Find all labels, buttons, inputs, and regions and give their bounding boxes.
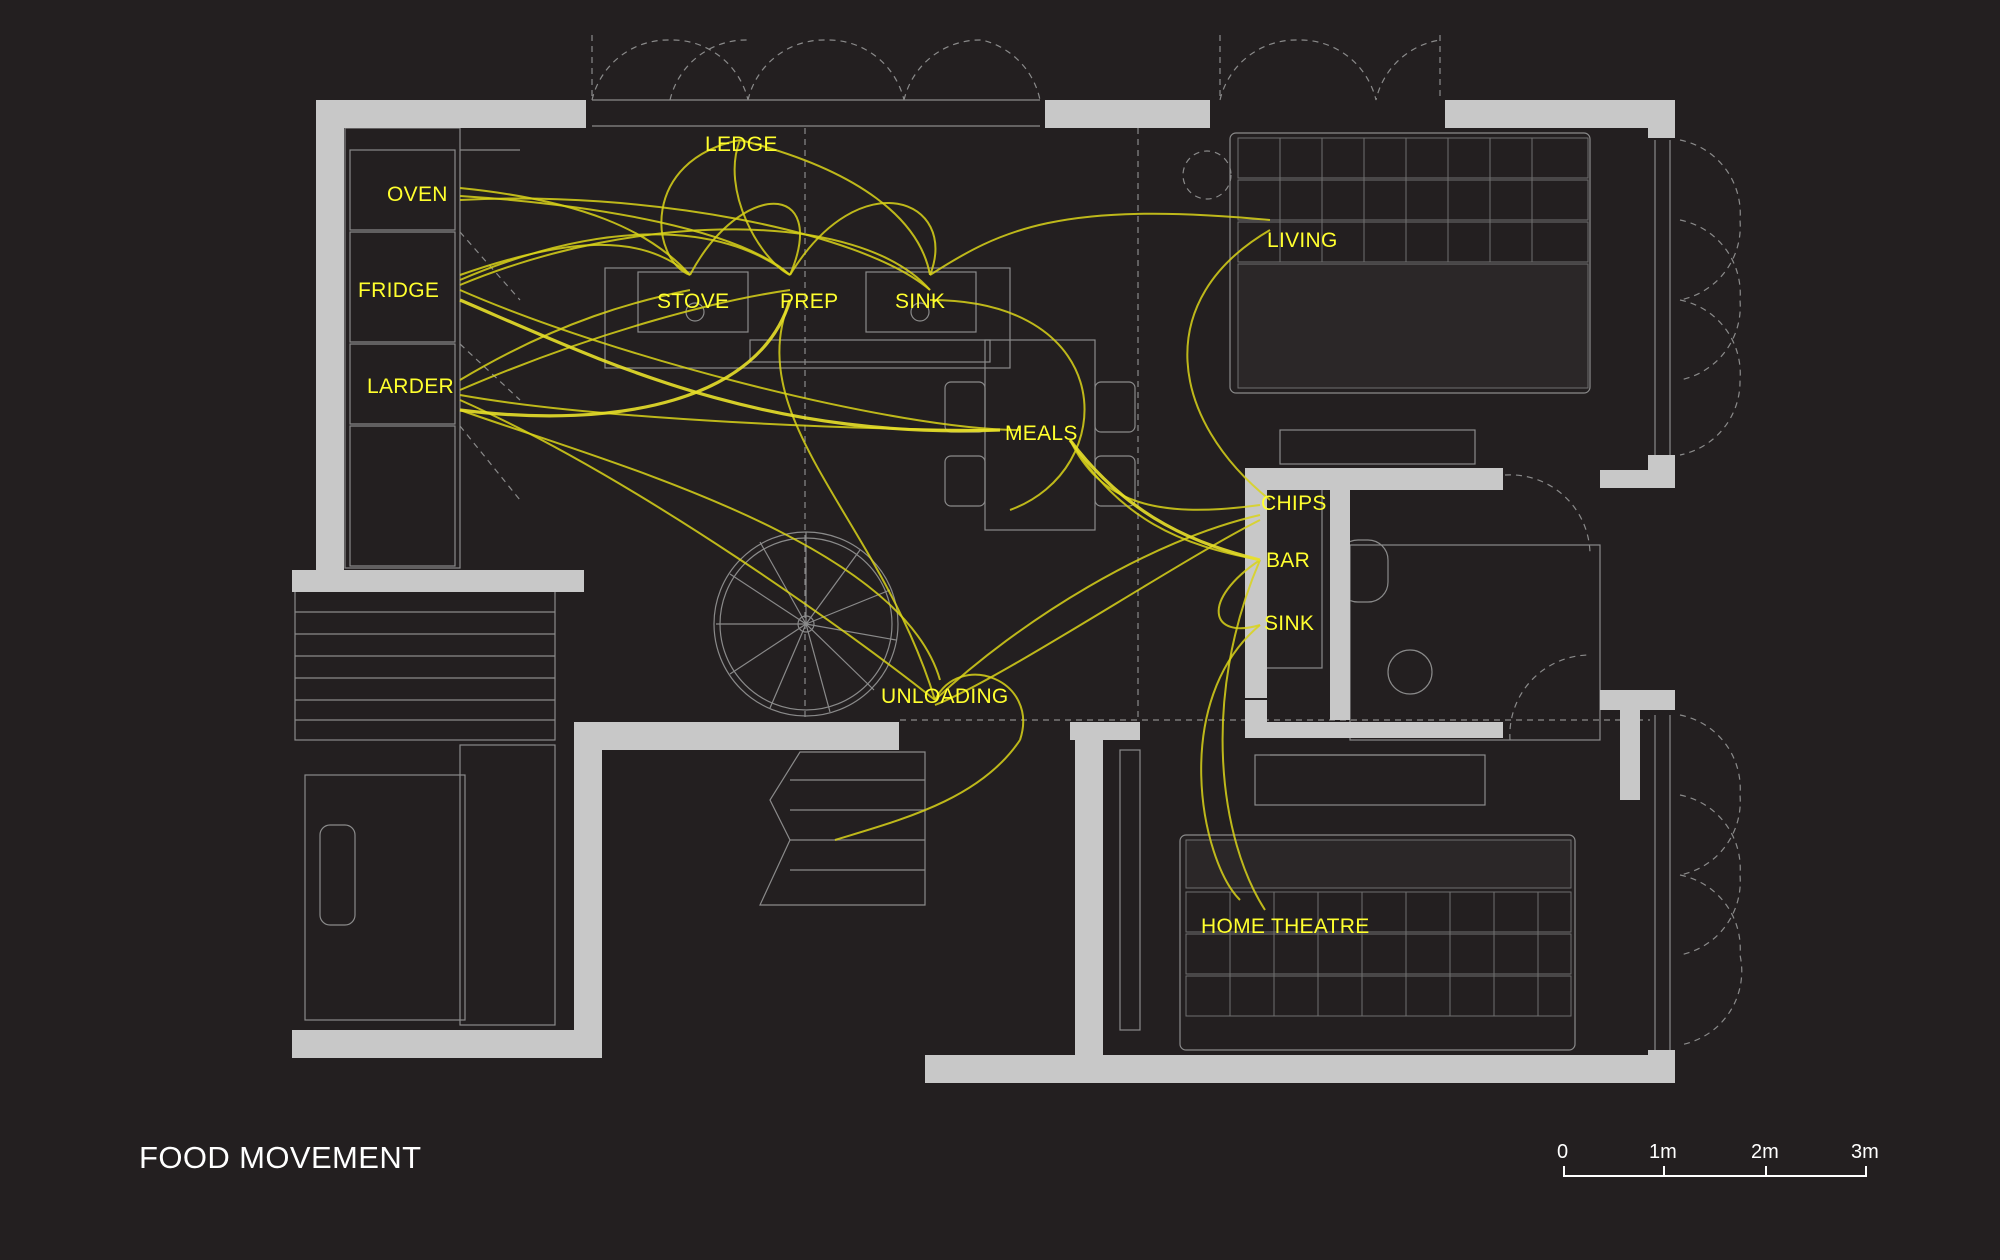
- walls: [292, 100, 1675, 1083]
- spiral-stair-treads: [716, 532, 897, 713]
- label-living: LIVING: [1267, 229, 1338, 252]
- label-bar: BAR: [1266, 549, 1310, 572]
- label-prep: PREP: [780, 290, 838, 313]
- label-meals: MEALS: [1005, 422, 1078, 445]
- label-sink: SINK: [895, 290, 945, 313]
- diagram-title: FOOD MOVEMENT: [139, 1140, 421, 1175]
- label-ledge: LEDGE: [705, 133, 778, 156]
- scale-tick-3: 3m: [1851, 1141, 1879, 1163]
- linework: [294, 35, 1743, 1051]
- label-chips: CHIPS: [1261, 492, 1327, 515]
- scale-tick-0: 0: [1557, 1141, 1568, 1163]
- scale-bar: 0 1m 2m 3m: [1557, 1141, 1879, 1177]
- label-bar-sink: SINK: [1264, 612, 1314, 635]
- label-larder: LARDER: [367, 375, 454, 398]
- label-oven: OVEN: [387, 183, 448, 206]
- scale-tick-1: 1m: [1649, 1141, 1677, 1163]
- label-stove: STOVE: [657, 290, 729, 313]
- scale-tick-2: 2m: [1751, 1141, 1779, 1163]
- label-home-theatre: HOME THEATRE: [1201, 915, 1370, 938]
- room-labels: LEDGE OVEN FRIDGE LARDER STOVE PREP SINK…: [358, 133, 1370, 938]
- living-sofa-grid: [1237, 137, 1589, 389]
- label-unloading: UNLOADING: [881, 685, 1009, 708]
- food-flow-lines: [459, 139, 1271, 911]
- label-fridge: FRIDGE: [358, 279, 439, 302]
